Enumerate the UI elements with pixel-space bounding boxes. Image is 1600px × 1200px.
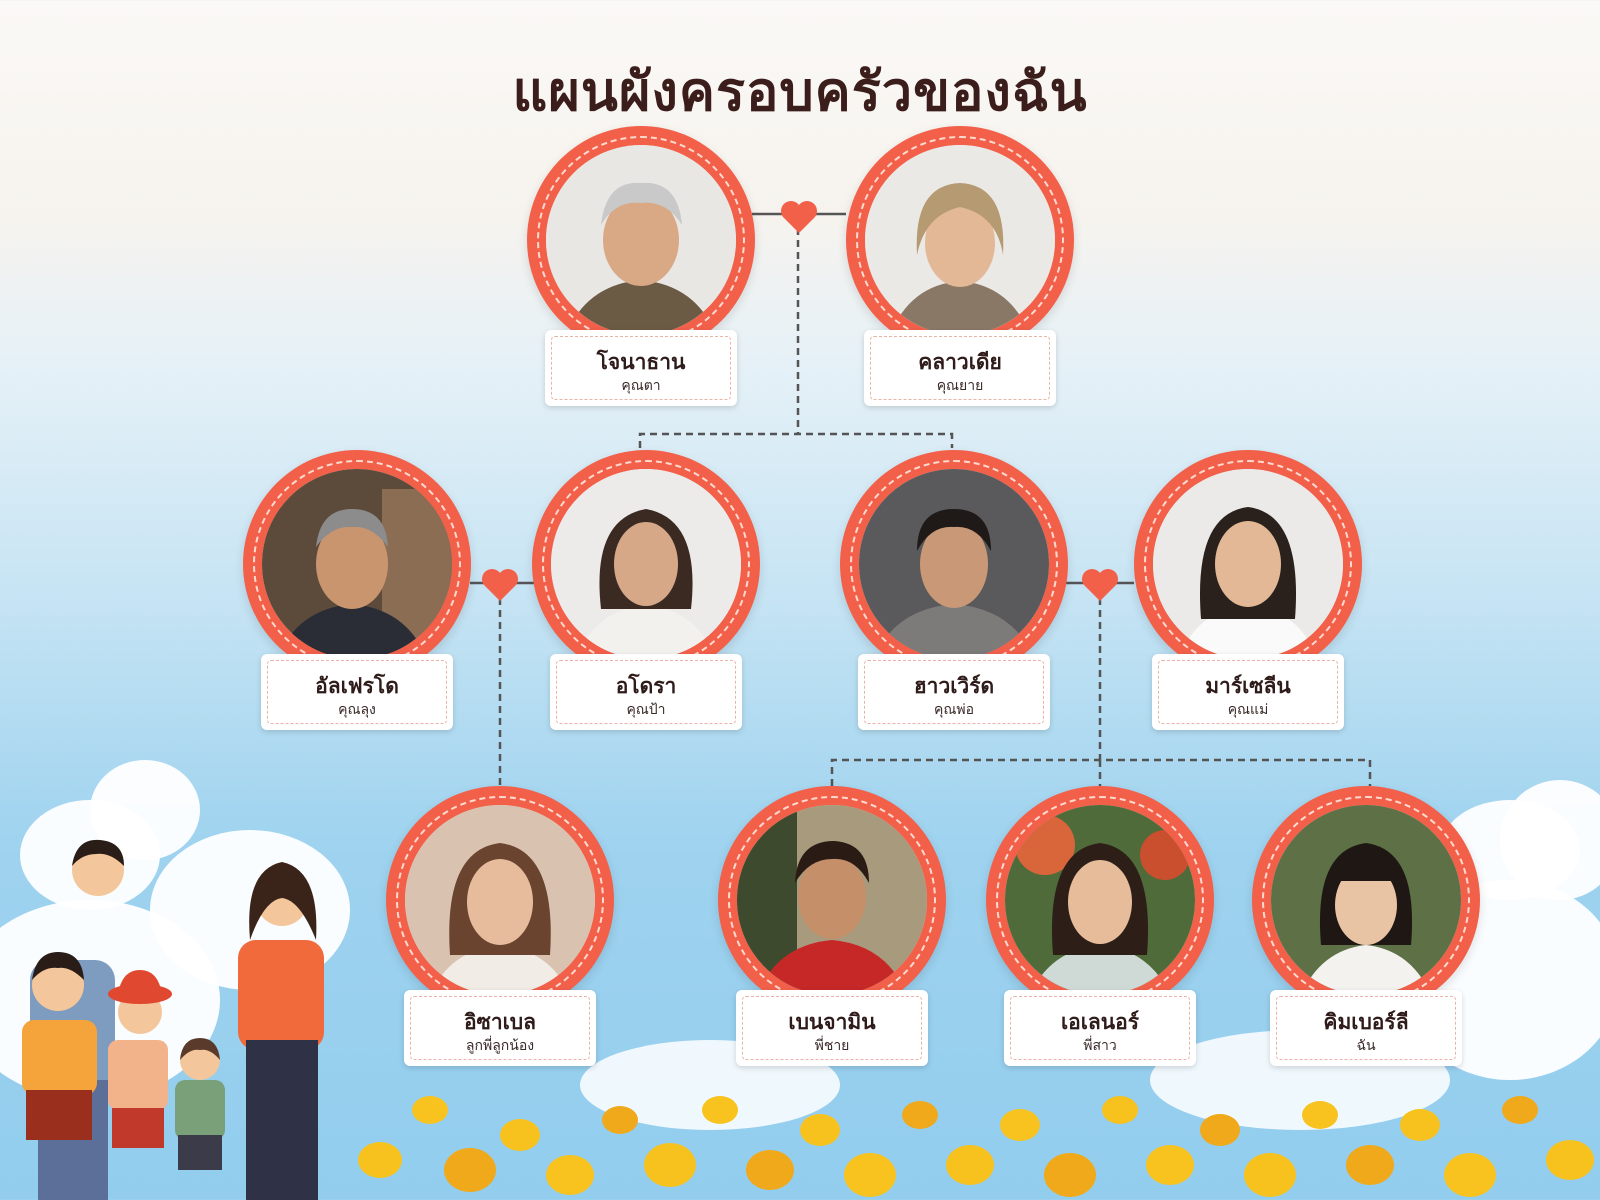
member-grandfather[interactable]: โจนาธาน คุณตา [527, 126, 755, 416]
member-name: อิซาเบล [463, 1010, 537, 1034]
flower-field [358, 1096, 1594, 1197]
member-role: ลูกพี่ลูกน้อง [465, 1038, 535, 1054]
name-card: โจนาธาน คุณตา [545, 330, 737, 406]
member-name: อโดรา [615, 674, 677, 698]
member-name: เบนจามิน [788, 1010, 876, 1034]
page-title: แผนผังครอบครัวของฉัน [512, 60, 1088, 123]
name-card: อัลเฟรโด คุณลุง [261, 654, 453, 730]
member-name: คลาวเดีย [918, 350, 1002, 374]
member-role: พี่สาว [1083, 1038, 1117, 1054]
member-name: คิมเบอร์ลี [1323, 1010, 1409, 1034]
member-role: คุณตา [621, 378, 661, 394]
name-card: คลาวเดีย คุณยาย [864, 330, 1056, 406]
heart-icon [1082, 569, 1118, 601]
name-card: อโดรา คุณป้า [550, 654, 742, 730]
member-cousin[interactable]: อิซาเบล ลูกพี่ลูกน้อง [386, 786, 614, 1076]
cousin-photo [405, 805, 595, 995]
member-me[interactable]: คิมเบอร์ลี ฉัน [1252, 786, 1480, 1076]
grandma-photo [865, 145, 1055, 335]
name-card: มาร์เซลีน คุณแม่ [1152, 654, 1344, 730]
name-card: เบนจามิน พี่ชาย [736, 990, 928, 1066]
member-aunt[interactable]: อโดรา คุณป้า [532, 450, 760, 740]
heart-icon [482, 569, 518, 601]
member-uncle[interactable]: อัลเฟรโด คุณลุง [243, 450, 471, 740]
member-name: เอเลนอร์ [1060, 1010, 1140, 1034]
member-role: คุณลุง [338, 702, 376, 718]
heart-icon [781, 201, 817, 233]
family-illustration [22, 839, 324, 1200]
member-role: คุณพ่อ [934, 702, 974, 718]
member-role: ฉัน [1356, 1038, 1376, 1054]
member-father[interactable]: ฮาวเวิร์ด คุณพ่อ [840, 450, 1068, 740]
name-card: ฮาวเวิร์ด คุณพ่อ [858, 654, 1050, 730]
uncle-photo [262, 469, 452, 659]
member-role: คุณยาย [936, 378, 984, 394]
me-photo [1271, 805, 1461, 995]
member-name: โจนาธาน [596, 350, 686, 374]
sister-photo [1005, 805, 1195, 995]
name-card: เอเลนอร์ พี่สาว [1004, 990, 1196, 1066]
member-mother[interactable]: มาร์เซลีน คุณแม่ [1134, 450, 1362, 740]
name-card: คิมเบอร์ลี ฉัน [1270, 990, 1462, 1066]
member-name: อัลเฟรโด [315, 674, 399, 698]
father-photo [859, 469, 1049, 659]
grandpa-photo [546, 145, 736, 335]
member-brother[interactable]: เบนจามิน พี่ชาย [718, 786, 946, 1076]
member-name: ฮาวเวิร์ด [913, 674, 995, 698]
member-name: มาร์เซลีน [1205, 674, 1291, 698]
name-card: อิซาเบล ลูกพี่ลูกน้อง [404, 990, 596, 1066]
member-role: คุณป้า [626, 702, 666, 718]
member-sister[interactable]: เอเลนอร์ พี่สาว [986, 786, 1214, 1076]
aunt-photo [551, 469, 741, 659]
brother-photo [737, 805, 927, 995]
mother-photo [1153, 469, 1343, 659]
member-role: พี่ชาย [814, 1038, 850, 1054]
member-role: คุณแม่ [1227, 702, 1269, 718]
member-grandmother[interactable]: คลาวเดีย คุณยาย [846, 126, 1074, 416]
